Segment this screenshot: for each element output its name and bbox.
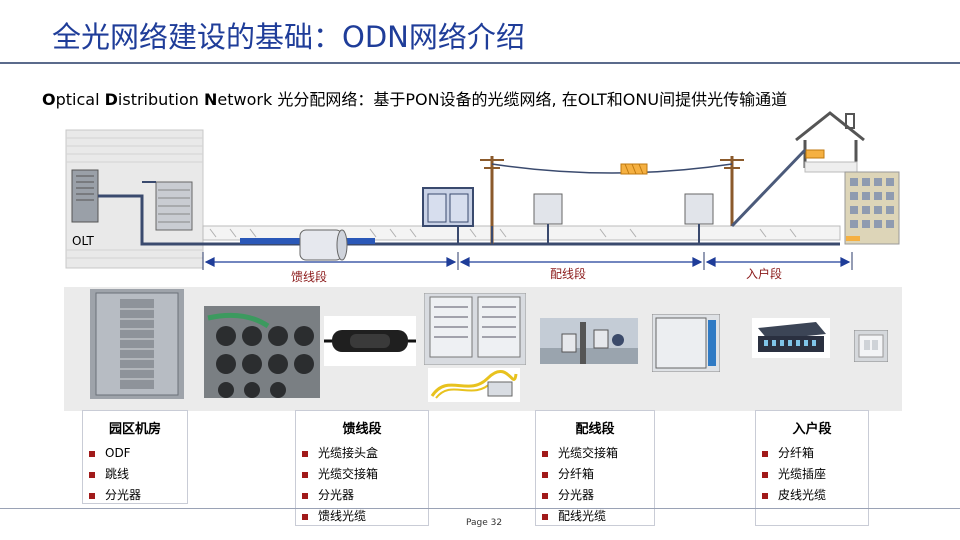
subtitle-n-rest: etwork 光分配网络：基于PON设备的光缆网络, 在OLT和ONU间提供光传… — [217, 90, 788, 109]
duct-1 — [240, 238, 300, 244]
card-campus-room: 园区机房 ODF 跳线 分光器 — [82, 410, 188, 504]
distribution-box-image — [652, 314, 720, 372]
card-title: 园区机房 — [108, 422, 161, 437]
list-item: 分纤箱 — [542, 464, 654, 485]
duct-2 — [345, 238, 375, 244]
card-drop-segment: 入户段 分纤箱 光缆插座 皮线光缆 — [755, 410, 869, 526]
olt-label: OLT — [72, 234, 94, 248]
drop-cable — [730, 148, 807, 228]
subtitle: Optical Distribution Network 光分配网络：基于PON… — [42, 86, 787, 110]
segment-label-feeder: 馈线段 — [291, 270, 328, 284]
list-item: 跳线 — [89, 464, 187, 485]
list-item: 光缆接头盒 — [302, 443, 428, 464]
odn-diagram — [65, 111, 900, 270]
olt-building — [65, 129, 205, 269]
pole-installation-image — [540, 318, 638, 364]
house — [795, 111, 865, 168]
splice-cylinder — [299, 229, 348, 261]
distribution-box-2 — [684, 193, 714, 244]
patch-panel-image — [752, 318, 830, 358]
list-item: 分光器 — [89, 485, 187, 506]
patch-cords-image — [428, 368, 520, 402]
cross-connect-cabinet-image — [424, 293, 526, 365]
list-item: 配线光缆 — [542, 506, 654, 527]
list-item: 分纤箱 — [762, 443, 868, 464]
subtitle-o-rest: ptical — [55, 90, 105, 109]
list-item: 分光器 — [302, 485, 428, 506]
fiber-socket-image — [854, 330, 888, 362]
list-item: 分光器 — [542, 485, 654, 506]
segment-dividers — [202, 252, 853, 270]
title-divider — [0, 62, 960, 64]
card-distribution-segment: 配线段 光缆交接箱 分纤箱 分光器 配线光缆 — [535, 410, 655, 526]
card-title: 入户段 — [792, 422, 832, 437]
pole-2 — [720, 156, 744, 226]
card-title: 馈线段 — [342, 422, 382, 437]
list-item: 馈线光缆 — [302, 506, 428, 527]
card-feeder-segment: 馈线段 光缆接头盒 光缆交接箱 分光器 馈线光缆 — [295, 410, 429, 526]
odf-rack-image — [90, 289, 184, 399]
list-item: 光缆交接箱 — [302, 464, 428, 485]
card-title: 配线段 — [575, 422, 615, 437]
distribution-box-1 — [533, 193, 563, 244]
list-item: 皮线光缆 — [762, 485, 868, 506]
page-number: Page 32 — [466, 518, 503, 528]
cable-duct-image — [204, 306, 320, 398]
splice-closure-image — [324, 316, 416, 366]
segment-arrows — [204, 257, 851, 267]
footer-divider — [0, 508, 960, 509]
subtitle-n: N — [204, 90, 218, 109]
aerial-cable — [491, 163, 733, 174]
subtitle-d: D — [104, 90, 118, 109]
segment-label-distribution: 配线段 — [550, 267, 587, 281]
ground-strip — [202, 225, 841, 241]
list-item: 光缆交接箱 — [542, 443, 654, 464]
segment-label-drop: 入户段 — [746, 267, 783, 281]
subtitle-d-rest: istribution — [117, 90, 205, 109]
list-item: 光缆插座 — [762, 464, 868, 485]
page-title: 全光网络建设的基础：ODN网络介绍 — [52, 20, 525, 54]
list-item: ODF — [89, 443, 187, 464]
apartment-building — [844, 171, 900, 245]
cross-cabinet — [422, 187, 474, 244]
subtitle-o: O — [42, 90, 56, 109]
